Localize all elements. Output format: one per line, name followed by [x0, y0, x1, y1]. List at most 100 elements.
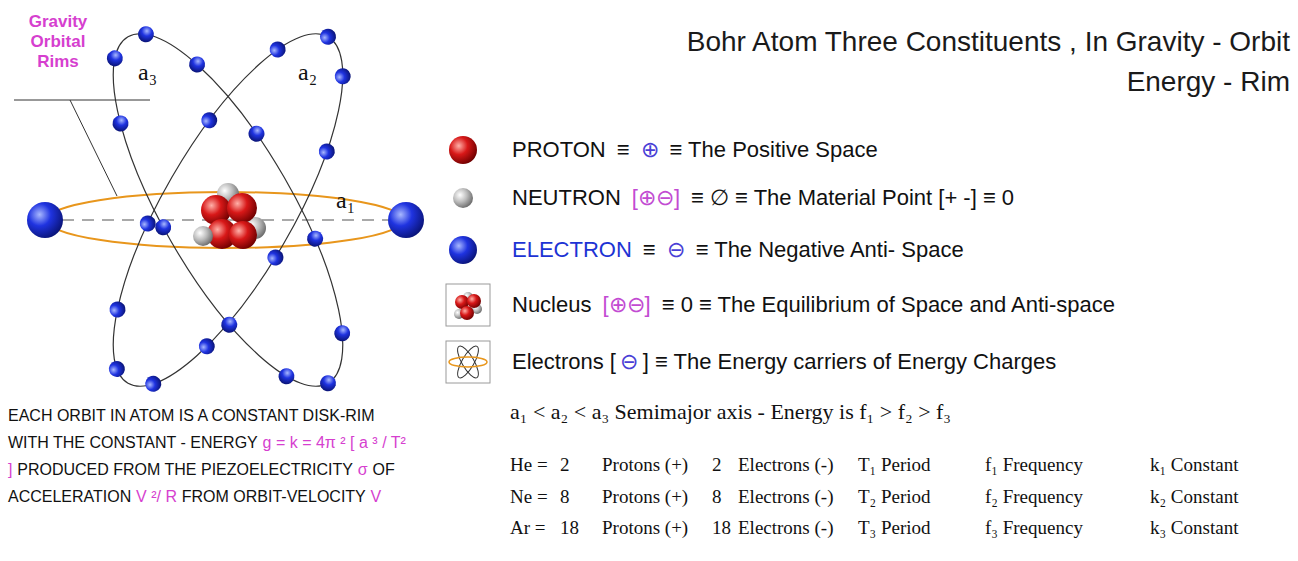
table-cell-text: Ne = — [510, 486, 548, 507]
axis-label: a₁ — [336, 185, 355, 215]
icon-frame — [446, 341, 490, 383]
note-paragraph-text: FROM ORBIT-VELOCITY — [182, 488, 366, 505]
table-cell-text: 2 — [560, 454, 570, 475]
table-cell: f₂ Frequency — [985, 485, 1083, 509]
table-cell: 2 — [712, 453, 722, 477]
constituent-row: PROTON≡⊕≡ The Positive Space — [512, 136, 878, 164]
table-cell-text: Electrons (-) — [738, 517, 833, 538]
constituent-row-text: ⊖ — [667, 237, 685, 262]
orbit — [64, 0, 393, 426]
note-paragraph: EACH ORBIT IN ATOM IS A CONSTANT DISK-RI… — [8, 402, 413, 510]
electron-ball — [186, 54, 208, 76]
electron-ball — [316, 141, 338, 163]
table-cell-text: k₃ Constant — [1150, 517, 1238, 538]
electron-ball — [135, 23, 157, 45]
table-cell: T₁ Period — [858, 453, 931, 477]
table-cell: Electrons (-) — [738, 453, 833, 477]
table-cell: Ar = — [510, 516, 546, 540]
table-cell: 18 — [560, 516, 579, 540]
table-cell: k₂ Constant — [1150, 485, 1238, 509]
nucleus-icon — [446, 284, 490, 326]
note-paragraph-text: PRODUCED FROM THE PIEZOELECTRICITY — [17, 461, 353, 478]
table-cell-text: Electrons (-) — [738, 454, 833, 475]
table-cell: f₁ Frequency — [985, 453, 1083, 477]
proton-ball — [460, 306, 474, 320]
neutron-icon — [453, 188, 473, 208]
orbit — [66, 0, 395, 421]
table-cell: 18 — [712, 516, 731, 540]
constituent-row-text: ≡ The Negative Anti- Space — [696, 237, 964, 262]
electron-ball — [198, 109, 220, 131]
electron-ball — [106, 358, 128, 380]
electron-ball — [264, 247, 286, 269]
table-cell-text: f₃ Frequency — [985, 517, 1083, 538]
table-cell: Protons (+) — [602, 453, 688, 477]
table-cell: Ne = — [510, 485, 548, 509]
energy-relation: a₁ < a₂ < a₃ Semimajor axis - Energy is … — [510, 398, 951, 426]
proton-ball — [227, 193, 257, 223]
note-paragraph-text: V ²/ R — [136, 488, 177, 505]
orbit-line — [72, 4, 385, 415]
table-cell-text: He = — [510, 454, 548, 475]
electron-ball — [104, 47, 126, 69]
axis-label: a₂ — [298, 57, 317, 87]
electron-ball — [317, 26, 339, 48]
constituent-row-text: [⊕⊖] — [602, 292, 650, 317]
table-cell: 8 — [712, 485, 722, 509]
table-cell-text: T₁ Period — [858, 454, 931, 475]
orbit-icon — [446, 341, 490, 383]
leader-line — [14, 100, 150, 196]
table-cell: T₃ Period — [858, 516, 931, 540]
table-cell: Protons (+) — [602, 516, 688, 540]
electron-icon — [449, 236, 477, 264]
electron-ball — [107, 299, 129, 321]
constituent-row: Electrons [⊖] ≡ The Energy carriers of E… — [512, 348, 1056, 376]
table-cell: k₁ Constant — [1150, 453, 1238, 477]
table-cell: Electrons (-) — [738, 485, 833, 509]
orbit-line — [454, 343, 482, 380]
table-cell: k₃ Constant — [1150, 516, 1238, 540]
table-cell-text: Protons (+) — [602, 486, 688, 507]
orbit-line — [72, 4, 385, 415]
diagram-title: Bohr Atom Three Constituents , In Gravit… — [678, 22, 1290, 102]
electron-ball — [332, 65, 354, 87]
constituent-row: ELECTRON≡⊖≡ The Negative Anti- Space — [512, 236, 964, 264]
constituent-row-text: ⊕ — [641, 137, 659, 162]
table-cell-text: T₃ Period — [858, 517, 931, 538]
proton-ball — [229, 221, 257, 249]
table-cell: 8 — [560, 485, 570, 509]
axis-label-text: a₂ — [298, 59, 317, 85]
constituent-row-text: ] ≡ The Energy carriers of Energy Charge… — [643, 349, 1057, 374]
electron-ball — [137, 213, 159, 235]
constituent-row-text: ≡ — [617, 137, 630, 162]
table-cell: Electrons (-) — [738, 516, 833, 540]
electron-ball — [142, 373, 164, 395]
constituent-row-text: ≡ 0 ≡ The Equilibrium of Space and Anti-… — [662, 292, 1115, 317]
table-cell-text: 2 — [712, 454, 722, 475]
constituent-row-text: ≡ ∅ ≡ The Material Point [+ -] ≡ 0 — [691, 185, 1014, 210]
electron-ball — [267, 39, 289, 61]
axis-label-text: a₃ — [138, 59, 157, 85]
table-cell-text: k₂ Constant — [1150, 486, 1238, 507]
axis-label: a₃ — [138, 57, 157, 87]
constituent-row-text: ≡ — [643, 237, 656, 262]
electron-ball — [152, 216, 174, 238]
electron-ball — [276, 365, 298, 387]
constituent-row: Nucleus[⊕⊖]≡ 0 ≡ The Equilibrium of Spac… — [512, 291, 1115, 319]
electron-ball — [304, 228, 326, 250]
orbit-rim — [449, 357, 487, 367]
electron-ball — [317, 372, 339, 394]
table-cell-text: f₂ Frequency — [985, 486, 1083, 507]
neutron-ball — [193, 226, 213, 246]
electron-ball — [27, 202, 63, 238]
table-cell-text: 8 — [560, 486, 570, 507]
rim-label: Gravity Orbital Rims — [17, 12, 99, 72]
electron-ball — [110, 113, 132, 135]
table-cell: 2 — [560, 453, 570, 477]
table-cell-text: k₁ Constant — [1150, 454, 1238, 475]
constituent-row-text: NEUTRON — [512, 185, 621, 210]
table-cell-text: 18 — [560, 517, 579, 538]
constituent-row: NEUTRON[⊕⊖]≡ ∅ ≡ The Material Point [+ -… — [512, 184, 1014, 212]
constituent-row-text: Electrons [ — [512, 349, 616, 374]
